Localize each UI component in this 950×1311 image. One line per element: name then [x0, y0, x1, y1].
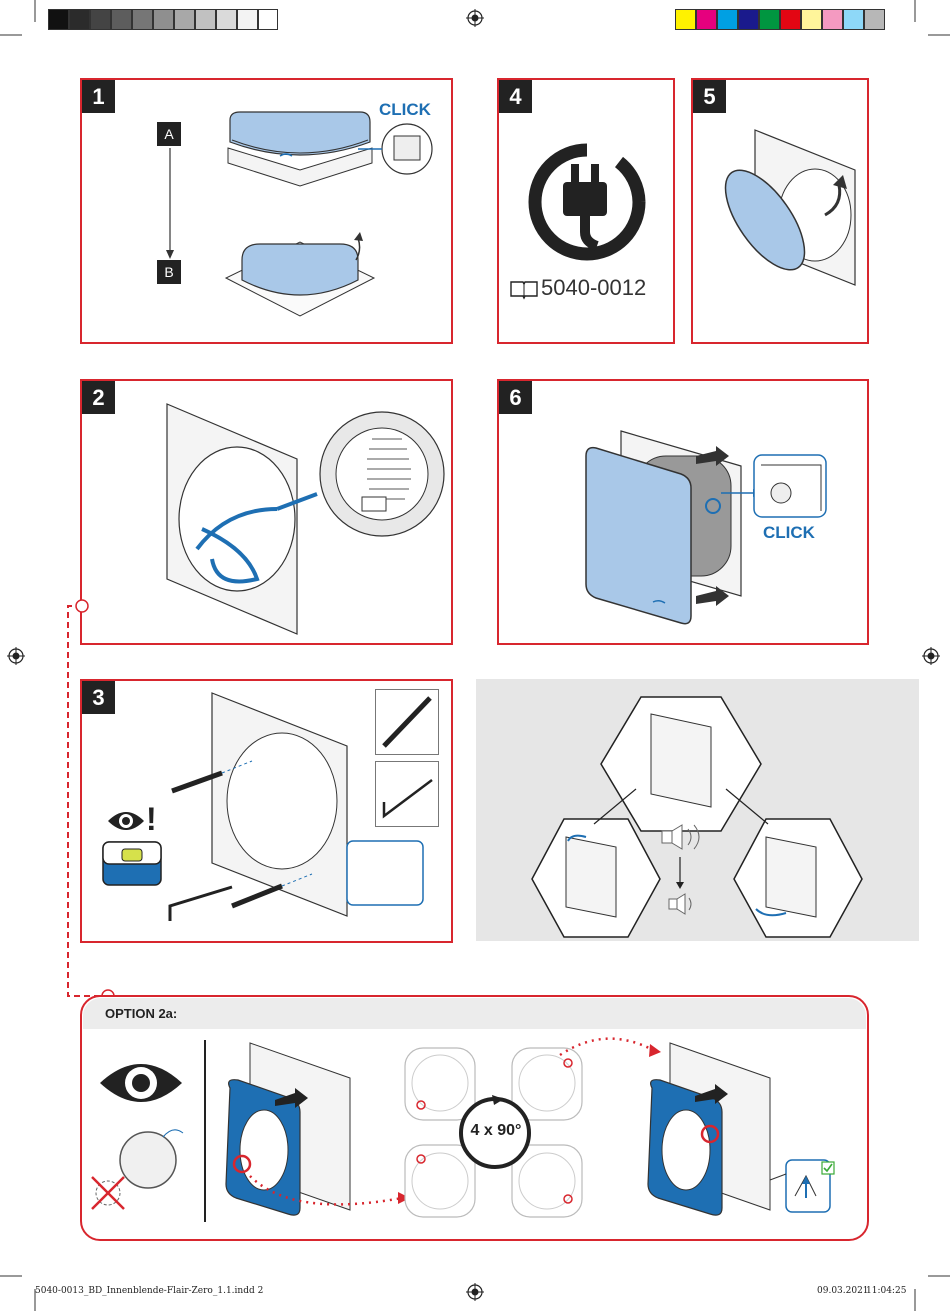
label-b: B	[157, 260, 181, 284]
allen-key-box	[375, 761, 439, 827]
eye-icon	[108, 812, 144, 830]
step-6-click-detail	[721, 454, 827, 518]
screw-mounting-illustration	[168, 692, 424, 921]
option-2a-header	[83, 998, 866, 1029]
step-1-click-label: CLICK	[379, 100, 431, 119]
cover-open-illustration	[224, 232, 376, 317]
step-2-number: 2	[82, 381, 115, 414]
rotation-dotted-arrow-2	[559, 1037, 661, 1057]
color-bar-colors	[675, 0, 903, 40]
option-connector-line	[67, 599, 115, 1003]
rotation-label: 4 x 90°	[470, 1122, 522, 1139]
footer-date: 09.03.2021	[817, 1286, 869, 1296]
screw-bit-box	[375, 689, 439, 755]
step-4-panel: 4 5040-0012	[497, 78, 675, 344]
registration-mark-left	[7, 647, 25, 665]
click-detail-circle	[358, 123, 433, 175]
cover-attach-illustration	[585, 430, 742, 625]
orientation-diagram	[531, 696, 863, 938]
manual-book-icon	[510, 281, 538, 300]
option-eye-icon	[100, 1064, 182, 1102]
wrong-orientation-crossed-icon	[91, 1129, 184, 1210]
step-6-number: 6	[499, 381, 532, 414]
option-2a-label: OPTION 2a:	[105, 1006, 178, 1021]
step-5-number: 5	[693, 80, 726, 113]
orientation-info-box	[476, 679, 919, 941]
a-to-b-arrow	[166, 148, 174, 259]
step-3-number: 3	[82, 681, 115, 714]
blue-frame-before-rotation	[225, 1042, 351, 1216]
rotation-dotted-arrow-1	[249, 1175, 410, 1206]
footer-time: 11:04:25	[866, 1286, 907, 1296]
step-4-number: 4	[499, 80, 532, 113]
cover-closed-illustration	[227, 111, 373, 187]
step-6-click-label: CLICK	[763, 523, 815, 542]
wall-frame-wiring-illustration	[166, 403, 445, 635]
spirit-level-icon	[102, 841, 162, 886]
registration-mark-bottom	[466, 1283, 484, 1301]
registration-mark-top	[466, 9, 484, 27]
power-plug-icon	[528, 143, 646, 261]
footer-file-name: 5040-0013_BD_Innenblende-Flair-Zero_1.1.…	[35, 1286, 264, 1296]
option-divider	[204, 1040, 206, 1222]
label-a: A	[157, 122, 181, 146]
step-2-panel: 2	[80, 379, 453, 645]
cover-removal-illustration	[724, 129, 856, 286]
color-bar-grays	[48, 0, 278, 40]
rotation-positions-diagram	[404, 1047, 583, 1218]
correct-check-icon	[821, 1161, 835, 1175]
step-1-panel: 1 A B CLICK	[80, 78, 453, 344]
blue-frame-after-rotation	[647, 1042, 771, 1216]
step-5-panel: 5	[691, 78, 869, 344]
step-1-number: 1	[82, 80, 115, 113]
warning-exclamation: !	[146, 801, 157, 837]
step-3-panel: 3 !	[80, 679, 453, 943]
document-reference: 5040-0012	[541, 275, 647, 300]
registration-mark-right	[922, 647, 940, 665]
step-6-panel: 6 CLICK	[497, 379, 869, 645]
option-detail-inset	[769, 1159, 831, 1213]
